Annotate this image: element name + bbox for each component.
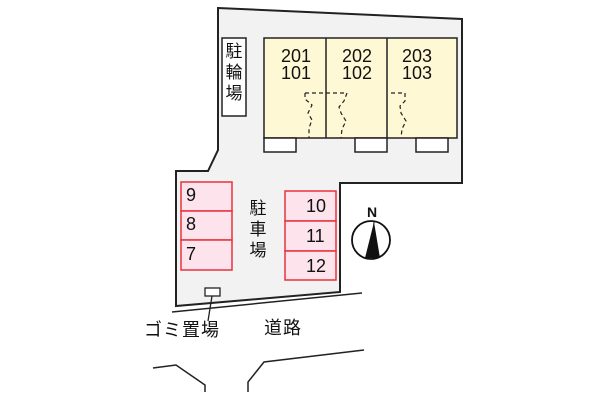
parking-slot-10: 10	[306, 196, 327, 216]
road-edges	[152, 292, 365, 392]
unit-label-2: 202 102	[341, 46, 373, 83]
bicycle-parking-box	[221, 37, 247, 117]
road-label: 道路	[264, 318, 302, 339]
parking-slots-left	[180, 181, 233, 271]
garbage-area-label: ゴミ置場	[144, 320, 220, 341]
parking-slot-11: 11	[306, 226, 325, 246]
apartment-building	[263, 37, 458, 153]
parking-label: 駐車場	[249, 199, 267, 261]
garbage-box	[204, 287, 221, 297]
parking-slot-8: 8	[186, 214, 197, 234]
compass-icon	[351, 220, 391, 260]
bicycle-parking-label: 駐輪場	[225, 42, 243, 104]
parking-slot-9: 9	[186, 185, 197, 205]
unit-label-1: 201 101	[280, 46, 312, 83]
compass-north-label: N	[367, 204, 378, 220]
unit-label-3: 203 103	[401, 46, 433, 83]
parking-slots-right	[284, 190, 337, 281]
parking-slot-12: 12	[306, 256, 327, 276]
parking-slot-7: 7	[186, 244, 197, 264]
